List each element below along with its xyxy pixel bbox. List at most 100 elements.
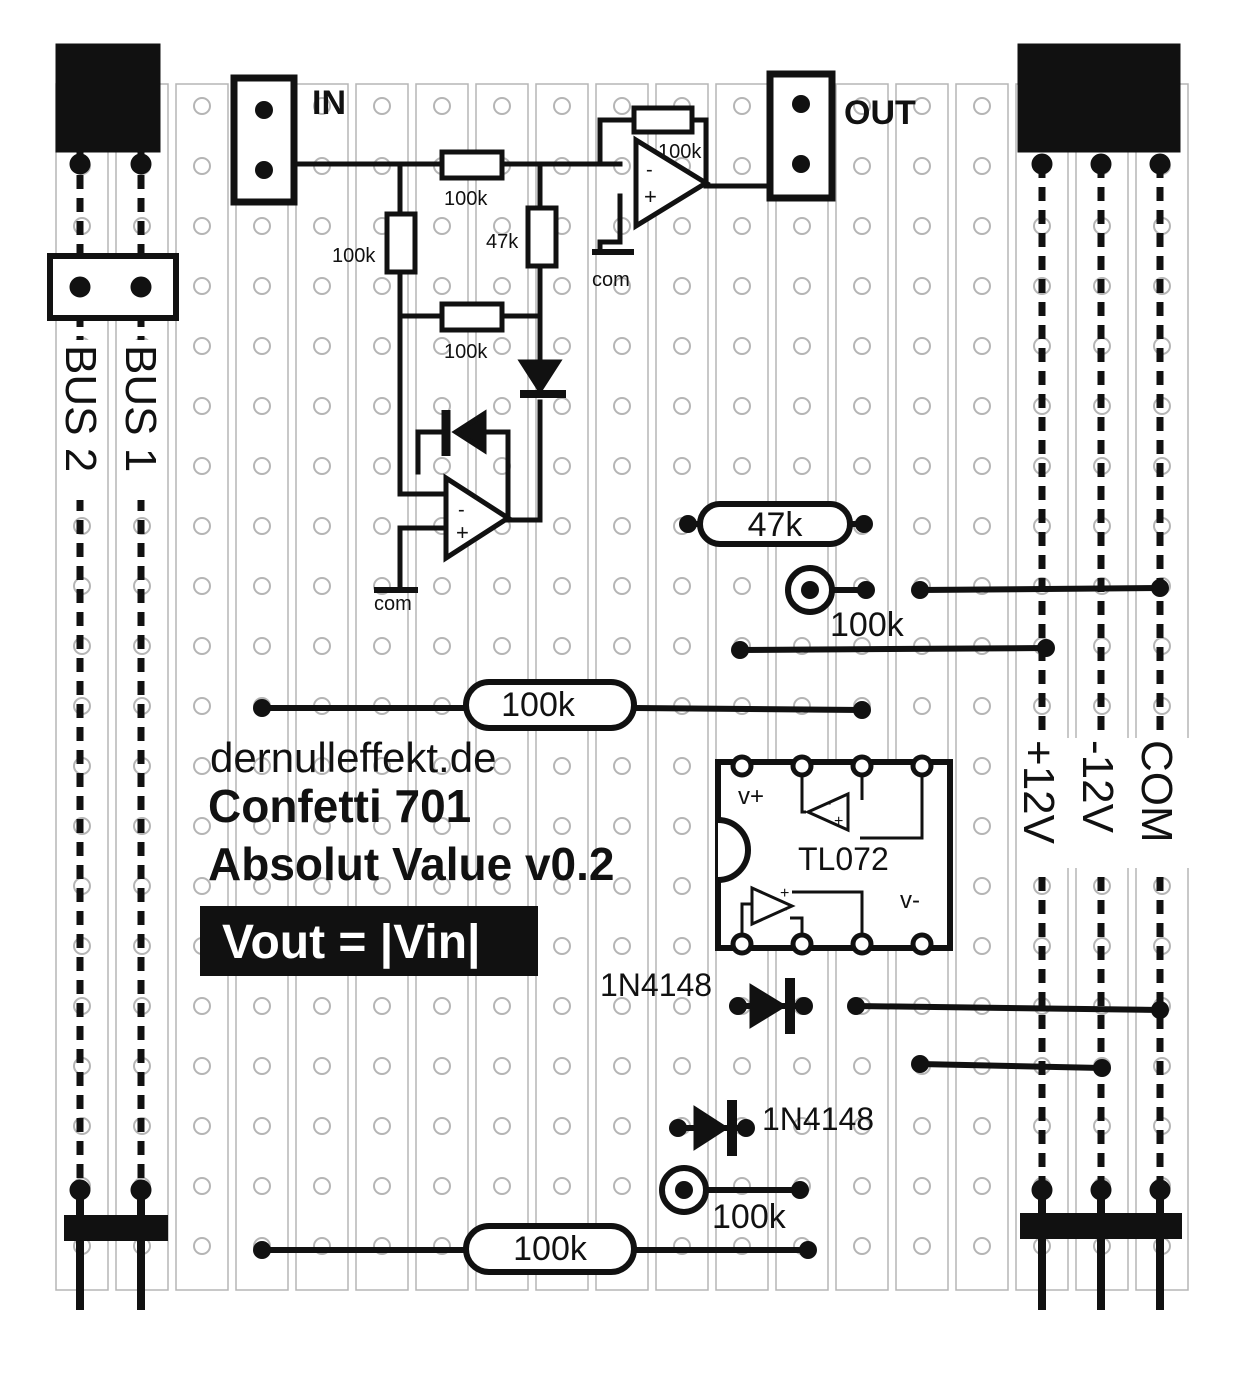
bus-header-top — [55, 43, 161, 153]
schematic-opamp-output: - + — [633, 135, 711, 231]
hole — [733, 577, 751, 595]
hole — [313, 637, 331, 655]
hole — [973, 97, 991, 115]
hole — [973, 697, 991, 715]
r-left-label: 100k — [332, 245, 376, 267]
hole — [673, 457, 691, 475]
strip — [295, 83, 349, 1291]
hole — [853, 457, 871, 475]
hole — [613, 937, 631, 955]
hole — [613, 97, 631, 115]
hole — [493, 757, 511, 775]
hole — [433, 457, 451, 475]
hole — [493, 817, 511, 835]
hole — [733, 217, 751, 235]
hole — [253, 577, 271, 595]
out-connector — [766, 70, 836, 202]
resistor-100k-lower-label: 100k — [513, 1230, 588, 1268]
hole — [613, 817, 631, 835]
hole — [613, 877, 631, 895]
hole — [313, 997, 331, 1015]
schematic-resistor-47k — [525, 205, 559, 269]
hole — [313, 577, 331, 595]
board-pads — [253, 515, 1169, 1259]
hole — [613, 1117, 631, 1135]
hole — [973, 517, 991, 535]
hole — [433, 1117, 451, 1135]
r-47k-label: 47k — [486, 231, 519, 253]
hole — [193, 637, 211, 655]
hole — [973, 1177, 991, 1195]
hole — [193, 877, 211, 895]
hole — [613, 637, 631, 655]
hole — [913, 277, 931, 295]
hole — [313, 1057, 331, 1075]
hole — [253, 277, 271, 295]
hole — [793, 217, 811, 235]
hole — [373, 457, 391, 475]
hole — [733, 337, 751, 355]
plus12v-label: +12V — [1014, 740, 1063, 845]
hole — [733, 97, 751, 115]
schematic-resistor-top — [439, 149, 505, 181]
power-pin-header — [1020, 1213, 1182, 1239]
hole — [613, 337, 631, 355]
hole — [433, 877, 451, 895]
minus12v-label: -12V — [1073, 740, 1122, 834]
out-label: OUT — [844, 94, 916, 132]
hole — [853, 1177, 871, 1195]
schematic-wires — [291, 117, 773, 591]
hole — [853, 1237, 871, 1255]
hole — [973, 157, 991, 175]
hole — [433, 577, 451, 595]
hole — [793, 1057, 811, 1075]
hole — [913, 157, 931, 175]
svg-text:-: - — [782, 901, 787, 918]
site-name: dernulleffekt.de — [210, 734, 496, 781]
hole — [913, 517, 931, 535]
hole — [673, 997, 691, 1015]
strip — [175, 83, 229, 1291]
hole — [193, 157, 211, 175]
hole — [193, 397, 211, 415]
in-label: IN — [312, 84, 346, 122]
hole — [193, 1117, 211, 1135]
hole — [493, 337, 511, 355]
svg-text:+: + — [644, 184, 657, 209]
hole — [493, 97, 511, 115]
hole — [553, 937, 571, 955]
hole — [193, 97, 211, 115]
hole — [973, 277, 991, 295]
hole — [313, 817, 331, 835]
strip — [235, 83, 289, 1291]
hole — [673, 877, 691, 895]
hole — [313, 877, 331, 895]
hole — [493, 877, 511, 895]
hole — [853, 277, 871, 295]
hole — [613, 1177, 631, 1195]
hole — [673, 1057, 691, 1075]
diode-upper-label: 1N4148 — [600, 967, 712, 1003]
hole — [553, 877, 571, 895]
hole — [553, 997, 571, 1015]
com-rail-label: COM — [1132, 740, 1181, 843]
schematic-diode-horizontal — [441, 409, 487, 456]
hole — [853, 397, 871, 415]
hole — [613, 397, 631, 415]
strip — [655, 83, 709, 1291]
hole — [673, 277, 691, 295]
hole — [493, 397, 511, 415]
hole — [673, 217, 691, 235]
hole — [553, 637, 571, 655]
svg-text:-: - — [826, 795, 831, 812]
hole — [253, 1177, 271, 1195]
hole — [313, 217, 331, 235]
hole — [193, 1057, 211, 1075]
trimmer-lower-label: 100k — [712, 1198, 787, 1236]
hole — [193, 997, 211, 1015]
power-header-top — [1017, 43, 1181, 153]
hole — [853, 1117, 871, 1135]
hole — [433, 97, 451, 115]
hole — [913, 697, 931, 715]
hole — [613, 997, 631, 1015]
